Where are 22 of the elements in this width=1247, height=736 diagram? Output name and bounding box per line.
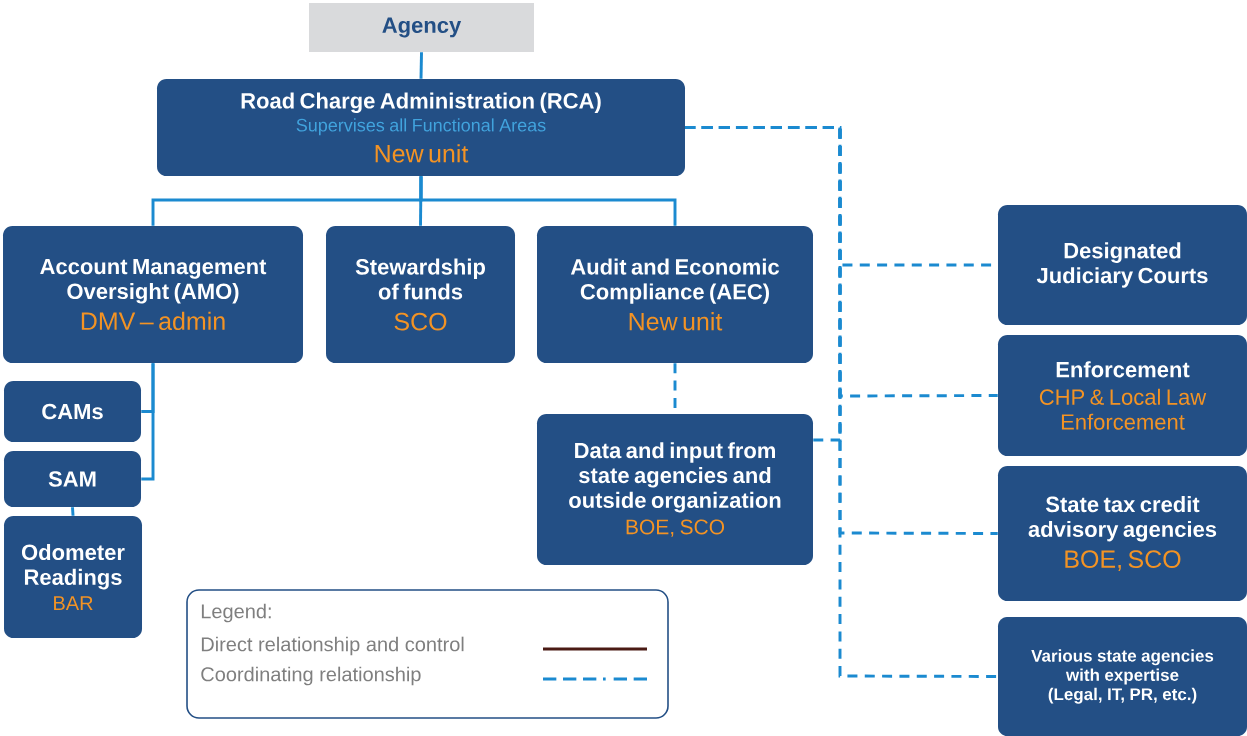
connector <box>685 126 842 442</box>
connector <box>71 507 75 516</box>
unit-box: SAM <box>4 451 141 507</box>
unit-box: Account Management Oversight (AMO) DMV – admin <box>3 226 303 363</box>
legend-text: Coordinating relationship <box>201 666 421 686</box>
unit-box: Designated Judiciary Courts <box>998 205 1247 325</box>
legend-text: Direct relationship and control <box>201 636 464 656</box>
connector <box>141 363 155 481</box>
legend-title: Legend: <box>201 603 271 623</box>
unit-box: Data and input from state agencies and outside organization BOE, SCO <box>537 414 813 565</box>
unit-box: Enforcement CHP & Local Law Enforcement <box>998 335 1247 456</box>
connector <box>419 176 423 226</box>
connector <box>419 52 423 79</box>
unit-box: Various state agencies with expertise (Legal, IT, PR, etc.) <box>998 617 1247 736</box>
unit-box: CAMs <box>4 381 141 442</box>
unit-box: State tax credit advisory agencies BOE, SCO <box>998 466 1247 601</box>
unit-box: Road Charge Administration (RCA) Supervises all Functional Areas New unit <box>157 79 685 176</box>
unit-box: Odometer Readings BAR <box>4 516 142 638</box>
unit-box: Audit and Economic Compliance (AEC) New unit <box>537 226 813 363</box>
connector <box>419 176 677 226</box>
unit-box: Stewardship of funds SCO <box>326 226 515 363</box>
header-box: Agency <box>309 3 534 52</box>
